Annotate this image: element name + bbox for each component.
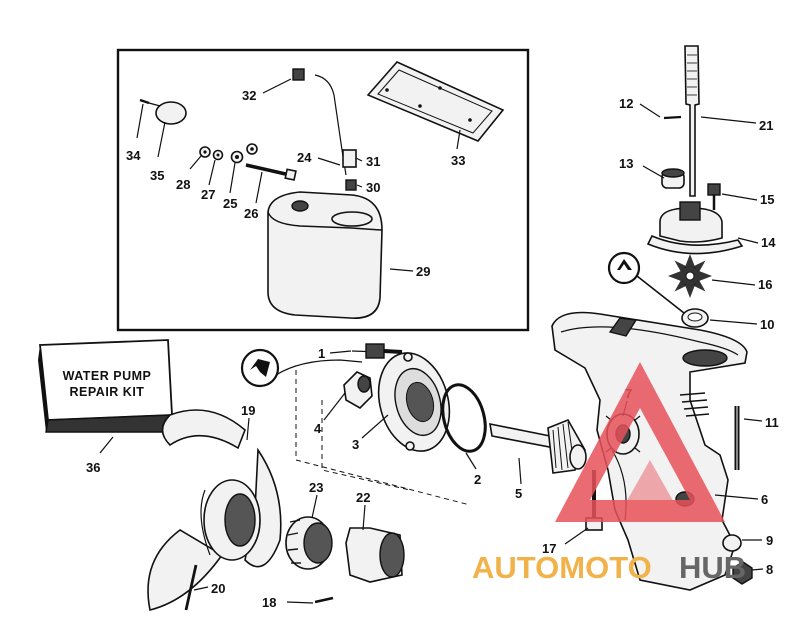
part-33-gasket (366, 61, 505, 142)
part-8-nut (732, 561, 753, 585)
part-12-pin (663, 115, 682, 120)
callout-12: 12 (619, 96, 633, 111)
part-4-bushing (343, 371, 373, 409)
part-9-washer (722, 534, 742, 552)
callout-1: 1 (318, 346, 325, 361)
inset-fuel-tank-group (116, 48, 530, 332)
part-22-hub (345, 527, 405, 583)
part-2-o-ring (441, 383, 487, 453)
callout-36: 36 (86, 460, 100, 475)
callout-25: 25 (223, 196, 237, 211)
part-1-screw (351, 343, 403, 359)
part-35-cap (155, 101, 187, 125)
part-34-screw (139, 98, 161, 107)
part-10-seal (681, 308, 709, 328)
part-14-pump-housing (646, 201, 744, 255)
callout-14: 14 (761, 235, 776, 250)
callout-26: 26 (244, 206, 258, 221)
callout-18: 18 (262, 595, 276, 610)
callout-23: 23 (309, 480, 323, 495)
callout-30: 30 (366, 180, 380, 195)
callout-labels: 34 35 32 28 27 25 26 24 31 30 33 29 12 2… (86, 88, 779, 610)
callout-28: 28 (176, 177, 190, 192)
callout-5: 5 (515, 486, 522, 501)
callout-21: 21 (759, 118, 773, 133)
watermark-text-automoto: AUTOMOTO (472, 550, 652, 585)
callout-16: 16 (758, 277, 772, 292)
callout-22: 22 (356, 490, 370, 505)
part-29-fuel-tank (267, 191, 383, 319)
alignment-dashed-lines (295, 370, 471, 506)
callout-34: 34 (126, 148, 141, 163)
part-30-fitting (345, 179, 357, 191)
part-13-nut (661, 168, 685, 189)
part-28-27-25-hardware (199, 143, 258, 164)
callout-29: 29 (416, 264, 430, 279)
part-18-pin (314, 596, 334, 604)
part-20-cotter-pin (184, 564, 198, 611)
part-36-repair-kit-box: WATER PUMP REPAIR KIT (38, 339, 173, 433)
part-15-screw (707, 183, 721, 196)
part-5-prop-shaft (489, 418, 587, 474)
callout-27: 27 (201, 187, 215, 202)
part-31-fitting (342, 149, 357, 168)
kit-label-line2: REPAIR KIT (70, 385, 145, 399)
part-3-bearing-housing (377, 352, 451, 452)
callout-24: 24 (297, 150, 312, 165)
callout-2: 2 (474, 472, 481, 487)
part-26-bolt (245, 163, 297, 181)
callout-35: 35 (150, 168, 164, 183)
driveshaft-group (607, 45, 744, 328)
callout-4: 4 (314, 421, 322, 436)
callout-32: 32 (242, 88, 256, 103)
callout-15: 15 (760, 192, 774, 207)
part-23-spline-drive (285, 516, 333, 570)
callout-33: 33 (451, 153, 465, 168)
wire-lead (275, 359, 363, 376)
detail-circle-upper (607, 251, 685, 314)
callout-8: 8 (766, 562, 773, 577)
part-16-impeller (668, 254, 712, 298)
callout-17: 17 (542, 541, 556, 556)
callout-13: 13 (619, 156, 633, 171)
part-32-clip (292, 68, 305, 81)
callout-11: 11 (765, 415, 779, 430)
callout-9: 9 (766, 533, 773, 548)
part-21-driveshaft (684, 45, 700, 197)
callout-10: 10 (760, 317, 774, 332)
callout-3: 3 (352, 437, 359, 452)
part-19-propeller (147, 409, 282, 611)
part-24-fuel-line (314, 74, 347, 176)
watermark-logo (555, 362, 725, 522)
watermark-text-hub: HUB (679, 550, 746, 585)
callout-6: 6 (761, 492, 768, 507)
callout-19: 19 (241, 403, 255, 418)
leader-lines (99, 78, 764, 604)
callout-31: 31 (366, 154, 380, 169)
callout-20: 20 (211, 581, 225, 596)
detail-circle-left (240, 348, 280, 388)
kit-label-line1: WATER PUMP (63, 369, 152, 383)
